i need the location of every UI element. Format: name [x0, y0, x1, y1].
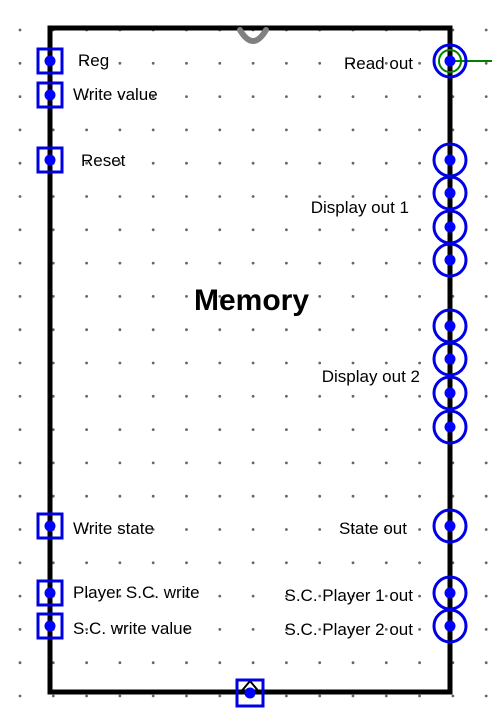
output-pin-read-out[interactable] [432, 43, 468, 79]
output-label-display-out-1: Display out 1 [310, 198, 409, 217]
input-pin-sc-write-value[interactable] [36, 612, 64, 640]
input-pin-clock[interactable] [235, 678, 265, 708]
input-label-player-sc-write: Player S.C. write [73, 583, 200, 602]
input-label-sc-write-value: S.C. write value [73, 619, 193, 638]
output-pin-state-out[interactable] [432, 508, 468, 544]
input-pin-reset[interactable] [36, 146, 64, 174]
output-label-display-out-2: Display out 2 [321, 367, 420, 386]
component-title: Memory [194, 284, 310, 317]
output-pin-display-out-2-bit-2[interactable] [432, 375, 468, 411]
output-pin-display-out-2-bit-1[interactable] [432, 341, 468, 377]
output-label-sc-player-2-out: S.C. Player 2 out [284, 620, 413, 639]
input-pin-player-sc-write[interactable] [36, 579, 64, 607]
input-pin-write-state[interactable] [36, 512, 64, 540]
output-pin-display-out-1-bit-3[interactable] [432, 242, 468, 278]
input-label-reset: Reset [81, 151, 126, 170]
input-pin-reg[interactable] [36, 47, 64, 75]
input-label-write-state: Write state [73, 519, 154, 538]
input-label-reg: Reg [78, 51, 110, 70]
orientation-notch-icon [237, 27, 269, 44]
output-label-sc-player-1-out: S.C. Player 1 out [284, 586, 413, 605]
input-pin-write-value[interactable] [36, 81, 64, 109]
output-pin-display-out-2-bit-3[interactable] [432, 409, 468, 445]
output-label-read-out: Read out [344, 54, 413, 73]
output-pin-display-out-1-bit-1[interactable] [432, 175, 468, 211]
input-label-write-value: Write value [73, 85, 158, 104]
output-pin-sc-player-2-out[interactable] [432, 608, 468, 644]
output-label-state-out: State out [338, 519, 407, 538]
